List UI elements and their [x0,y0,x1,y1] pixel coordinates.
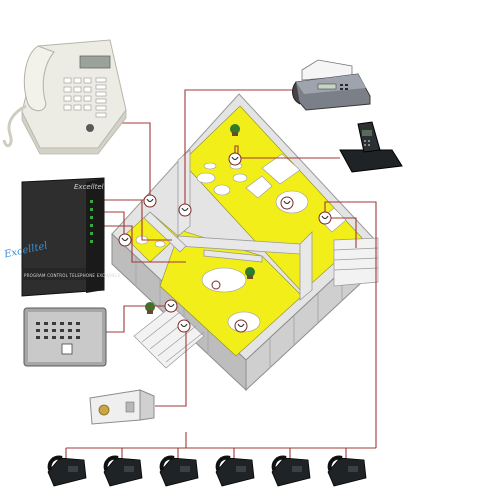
floor-plan [111,93,379,392]
phone-marker-8 [177,319,191,333]
phone-marker-7 [164,299,178,313]
phone-marker-5 [280,196,294,210]
extension-phone-icon [103,455,143,487]
phone-marker-1 [143,194,157,208]
phone-marker-4 [228,152,242,166]
pbx-brand-label: Excelltel [74,183,104,191]
extension-phone-icon [47,455,87,487]
plants [145,124,255,314]
phone-marker-6 [318,211,332,225]
phone-marker-9 [234,319,248,333]
extension-phones [47,455,367,487]
office-desk-phone-icon [2,39,127,155]
extension-phone-icon [327,455,367,487]
extension-phone-icon [271,455,311,487]
extension-phone-icon [215,455,255,487]
door-phone-intercom-icon [23,307,107,367]
fax-machine-icon [292,59,371,111]
extension-phone-icon [159,455,199,487]
phone-marker-10 [211,280,221,290]
connection-lines [65,89,377,462]
pbx-exchange-unit-icon [21,177,105,297]
room-middle [159,229,303,357]
phone-marker-2 [178,203,192,217]
electric-door-lock-icon [89,389,155,425]
cordless-phone-icon [339,121,403,173]
pbx-panel-label: PROGRAM CONTROL TELEPHONE EXCHANGE [24,273,121,278]
phone-marker-3 [118,233,132,247]
room-phone-markers [118,152,332,333]
